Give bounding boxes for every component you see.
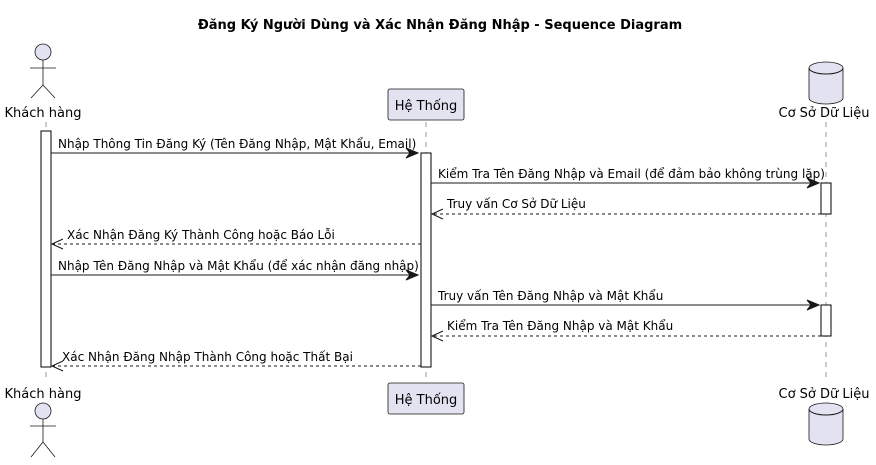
participant-label-system: Hệ Thống <box>395 393 458 408</box>
message-4: Xác Nhận Đăng Ký Thành Công hoặc Báo Lỗi <box>50 228 421 250</box>
message-7: Kiểm Tra Tên Đăng Nhập và Mật Khẩu <box>430 319 821 342</box>
diagram-title: Đăng Ký Người Dùng và Xác Nhận Đăng Nhập… <box>198 18 682 33</box>
message-label: Nhập Tên Đăng Nhập và Mật Khẩu (để xác n… <box>58 259 419 273</box>
message-label: Kiểm Tra Tên Đăng Nhập và Email (để đảm … <box>438 167 825 181</box>
database-icon <box>808 61 844 105</box>
activation-database-2 <box>820 304 832 337</box>
message-label: Truy vấn Tên Đăng Nhập và Mật Khẩu <box>437 289 663 303</box>
actor-icon <box>30 402 56 458</box>
activation-system <box>420 152 432 368</box>
participant-label-database: Cơ Sở Dữ Liệu <box>779 387 870 402</box>
participant-label-customer: Khách hàng <box>5 106 82 121</box>
message-3: Truy vấn Cơ Sở Dữ Liệu <box>430 197 821 220</box>
message-6: Truy vấn Tên Đăng Nhập và Mật Khẩu <box>431 289 821 311</box>
participant-system-top: Hệ Thống <box>387 88 465 121</box>
message-2: Kiểm Tra Tên Đăng Nhập và Email (để đảm … <box>431 167 825 189</box>
message-label: Kiểm Tra Tên Đăng Nhập và Mật Khẩu <box>447 319 673 333</box>
actor-icon <box>30 43 56 99</box>
participant-system-bottom: Hệ Thống <box>387 382 465 415</box>
participant-box <box>387 88 465 121</box>
message-8: Xác Nhận Đăng Nhập Thành Công hoặc Thất … <box>50 350 421 372</box>
actor-customer-top: Khách hàng <box>5 43 82 121</box>
activation-database-1 <box>820 182 832 215</box>
database-top: Cơ Sở Dữ Liệu <box>779 61 870 121</box>
message-1: Nhập Thông Tin Đăng Ký (Tên Đăng Nhập, M… <box>51 137 420 159</box>
participant-label-customer: Khách hàng <box>5 387 82 402</box>
message-label: Xác Nhận Đăng Ký Thành Công hoặc Báo Lỗi <box>67 228 335 242</box>
participant-label-system: Hệ Thống <box>395 99 458 114</box>
activation-customer <box>40 130 52 368</box>
actor-customer-bottom: Khách hàng <box>5 387 82 458</box>
message-label: Xác Nhận Đăng Nhập Thành Công hoặc Thất … <box>62 350 353 364</box>
message-label: Truy vấn Cơ Sở Dữ Liệu <box>446 197 586 211</box>
message-label: Nhập Thông Tin Đăng Ký (Tên Đăng Nhập, M… <box>58 137 416 151</box>
participant-box <box>387 382 465 415</box>
database-bottom: Cơ Sở Dữ Liệu <box>779 387 870 446</box>
message-5: Nhập Tên Đăng Nhập và Mật Khẩu (để xác n… <box>51 259 420 281</box>
database-icon <box>808 402 844 446</box>
participant-label-database: Cơ Sở Dữ Liệu <box>779 106 870 121</box>
